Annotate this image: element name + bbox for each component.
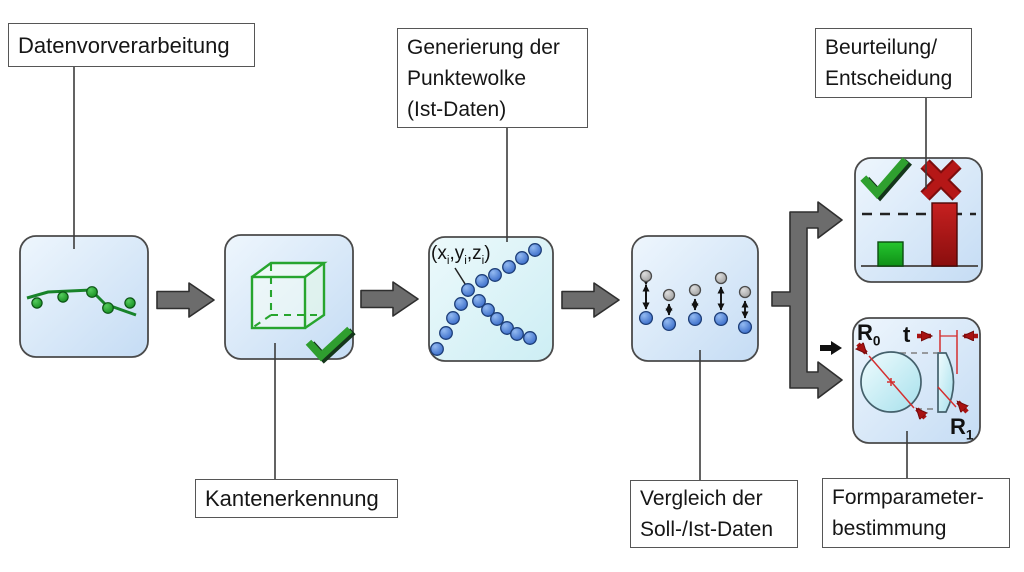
comparison-box: [631, 235, 759, 362]
assessment-box: [854, 157, 983, 283]
radius-r0-label: R0: [857, 320, 881, 349]
small-pointer-arrow: [820, 341, 842, 355]
point-coordinates-label: (xi,yi,zi): [431, 243, 491, 267]
thickness-t-label: t: [903, 322, 911, 347]
branch-fork-arrow: [771, 201, 843, 399]
cross-icon: [920, 159, 962, 201]
radius-r1-label: R1: [950, 414, 974, 443]
deviation-icon: [638, 269, 753, 335]
nominal-points: [639, 269, 752, 302]
label-form-parameters: Formparameter- bestimmung: [822, 478, 1010, 548]
pass-bar: [877, 241, 904, 267]
actual-points: [638, 310, 753, 335]
check-icon: [860, 157, 912, 202]
measure-arrows: [858, 336, 978, 418]
pointcloud-icon: [430, 243, 542, 356]
flow-arrow-2: [360, 281, 419, 317]
fail-bar: [931, 202, 958, 267]
lens-geometry-icon: [858, 330, 978, 418]
scan-profile-icon: [26, 286, 137, 317]
label-pointcloud-generation: Generierung der Punktewolke (Ist-Daten): [397, 28, 588, 128]
lens-cross-section: [937, 352, 955, 413]
preprocessing-box: [19, 235, 149, 358]
label-edge-detection: Kantenerkennung: [195, 479, 398, 518]
label-comparison: Vergleich der Soll-/Ist-Daten: [630, 480, 798, 548]
cube-icon: [250, 261, 328, 330]
measure-lines: [868, 330, 958, 409]
label-assessment: Beurteilung/ Entscheidung: [815, 28, 972, 98]
decision-chart-icon: [860, 157, 978, 267]
flow-arrow-1: [156, 282, 215, 318]
label-preprocessing: Datenvorverarbeitung: [8, 23, 255, 67]
label-connectors: [73, 67, 927, 481]
cube-check-icon: [305, 326, 356, 364]
flow-arrow-3: [561, 282, 620, 318]
